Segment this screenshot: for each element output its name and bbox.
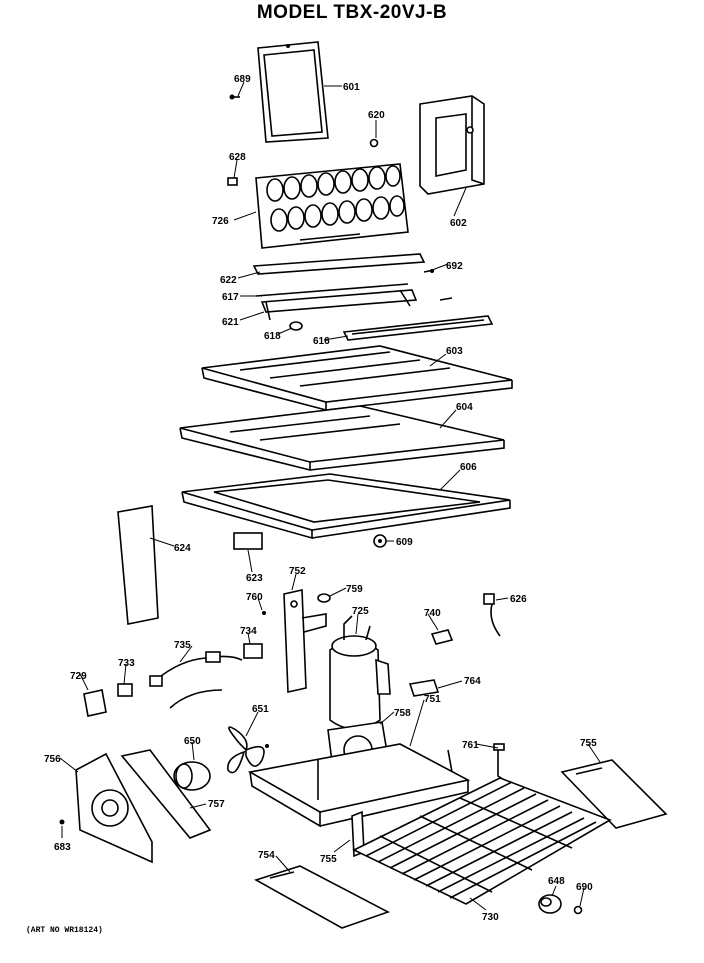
- callout-603: 603: [446, 346, 463, 357]
- part-764-plate: [408, 679, 440, 697]
- part-626-cord: [483, 593, 501, 637]
- part-757-panel: [120, 749, 212, 839]
- callout-755-top: 755: [580, 738, 597, 749]
- leader-lines: [59, 81, 601, 911]
- part-683-screw: [59, 819, 65, 825]
- part-624-duct: [117, 505, 159, 625]
- callout-648: 648: [548, 876, 565, 887]
- callout-621: 621: [222, 317, 239, 328]
- callout-616: 616: [313, 336, 330, 347]
- part-620-clip: [369, 138, 379, 148]
- part-733-clip: [117, 683, 133, 697]
- part-622-strip: [252, 253, 426, 275]
- callout-604: 604: [456, 402, 473, 413]
- part-735-harness: [149, 651, 243, 709]
- part-621-bracket: [260, 289, 453, 321]
- callout-759: 759: [346, 584, 363, 595]
- callout-626: 626: [510, 594, 527, 605]
- callout-601: 601: [343, 82, 360, 93]
- part-618-rail: [342, 315, 494, 341]
- part-756-shroud: [75, 752, 153, 864]
- part-603-shelf: [201, 345, 513, 412]
- callout-752: 752: [289, 566, 306, 577]
- callout-729: 729: [70, 671, 87, 682]
- part-726-evaporator: [255, 163, 409, 249]
- callout-733: 733: [118, 658, 135, 669]
- part-760-screw: [262, 611, 266, 615]
- part-689-screw: [229, 94, 240, 100]
- part-648-grommet: [538, 894, 562, 914]
- callout-690: 690: [576, 882, 593, 893]
- part-616-clip: [289, 321, 303, 331]
- callout-622: 622: [220, 275, 237, 286]
- callout-730: 730: [482, 912, 499, 923]
- part-751-base-pan: [247, 743, 471, 828]
- callout-740: 740: [424, 608, 441, 619]
- callout-602: 602: [450, 218, 467, 229]
- callout-617: 617: [222, 292, 239, 303]
- callout-758: 758: [394, 708, 411, 719]
- callout-725: 725: [352, 606, 369, 617]
- part-602-cover: [419, 95, 485, 195]
- callout-606: 606: [460, 462, 477, 473]
- part-690-clip: [573, 905, 583, 915]
- part-725-compressor: [329, 615, 391, 730]
- callout-761: 761: [462, 740, 479, 751]
- callout-628: 628: [229, 152, 246, 163]
- callout-620: 620: [368, 110, 385, 121]
- callout-726: 726: [212, 216, 229, 227]
- part-651-fan-blade: [227, 726, 269, 774]
- part-623-label: [233, 532, 263, 550]
- callout-760: 760: [246, 592, 263, 603]
- callout-618: 618: [264, 331, 281, 342]
- callout-692: 692: [446, 261, 463, 272]
- part-617-rod: [255, 283, 409, 297]
- part-755-cover-top: [560, 759, 668, 829]
- part-759-grommet: [317, 593, 331, 603]
- callout-735: 735: [174, 640, 191, 651]
- part-601-frame: [257, 41, 329, 143]
- callout-623: 623: [246, 573, 263, 584]
- callout-764: 764: [464, 676, 481, 687]
- callout-650: 650: [184, 736, 201, 747]
- part-609-clip: [373, 534, 387, 548]
- art-number: (ART NO WR18124): [26, 926, 103, 935]
- callout-757: 757: [208, 799, 225, 810]
- callout-689: 689: [234, 74, 251, 85]
- diagram-title: MODEL TBX-20VJ-B: [256, 2, 448, 23]
- part-606-pan: [181, 473, 511, 540]
- part-740-relay: [430, 629, 454, 645]
- callout-755-lower: 755: [320, 854, 337, 865]
- part-604-shelf: [179, 405, 505, 472]
- part-729-box: [83, 689, 107, 717]
- callout-683: 683: [54, 842, 71, 853]
- part-752-bracket: [283, 589, 327, 693]
- callout-651: 651: [252, 704, 269, 715]
- part-650-fan-motor: [173, 761, 211, 791]
- part-730-condenser: [352, 777, 612, 905]
- part-754-cover-bottom: [253, 865, 391, 929]
- part-628-bracket: [227, 177, 238, 186]
- part-761-bracket: [493, 743, 505, 781]
- callout-734: 734: [240, 626, 257, 637]
- callout-751: 751: [424, 694, 441, 705]
- part-734-capacitor: [243, 643, 263, 659]
- callout-624: 624: [174, 543, 191, 554]
- callout-754: 754: [258, 850, 275, 861]
- callout-609: 609: [396, 537, 413, 548]
- callout-756: 756: [44, 754, 61, 765]
